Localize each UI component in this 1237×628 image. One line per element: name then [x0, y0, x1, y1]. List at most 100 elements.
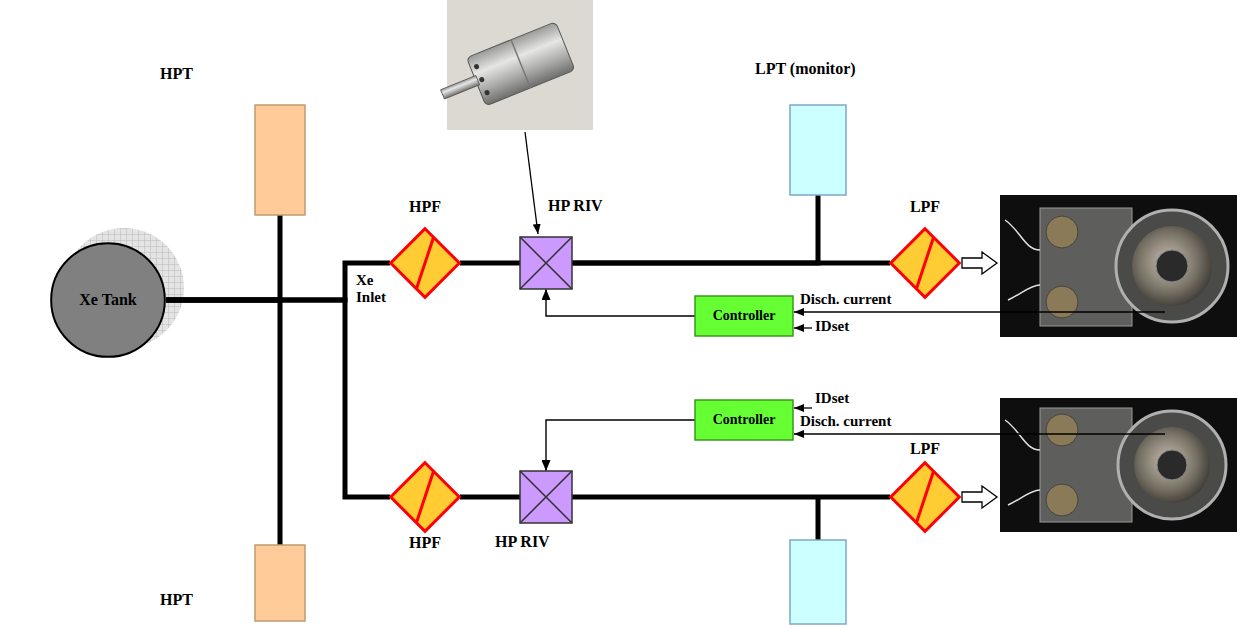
drawing-part — [891, 463, 960, 532]
drawing-part — [1132, 226, 1212, 306]
signal-label: IDset — [815, 390, 849, 407]
valve-box — [520, 237, 572, 289]
valve-box — [520, 471, 572, 523]
part-label: HP RIV — [495, 533, 550, 550]
drawing-part — [417, 238, 434, 288]
drawing-part — [1116, 210, 1228, 322]
feed-pipe — [166, 215, 280, 300]
feed-pipe — [166, 300, 280, 545]
feed-pipe — [572, 495, 890, 500]
valve-box: HP RIV — [520, 237, 572, 289]
drawing-part — [695, 296, 793, 336]
drawing-part — [1156, 250, 1188, 282]
drawing-part — [917, 238, 934, 288]
pressure-transducer: HPT — [255, 105, 305, 215]
filter-diamond — [890, 462, 960, 532]
drawing-part — [51, 243, 165, 357]
pipe-stub — [816, 497, 821, 540]
node-title: Xe Tank — [79, 291, 136, 309]
controller-box: Controller — [695, 400, 793, 440]
part-label: HPF — [409, 534, 441, 551]
drawing-part — [511, 40, 530, 88]
drawing-part — [433, 22, 575, 120]
part-label: HPT — [160, 65, 193, 82]
inlet-label: Xe Inlet — [356, 272, 400, 306]
box-outline — [790, 105, 846, 195]
text-holder: Controller — [695, 400, 793, 440]
drawing-part — [520, 237, 572, 289]
leader-line — [525, 132, 538, 234]
thruster-photo — [1000, 195, 1237, 337]
drawing-part — [1000, 398, 1237, 532]
drawing-part — [1005, 220, 1040, 300]
part-label: HPF — [409, 198, 441, 215]
drawing-part — [484, 89, 491, 96]
part-label: HP RIV — [548, 197, 603, 214]
drawing-part — [520, 471, 572, 523]
control-arrow — [546, 289, 695, 316]
filter-diamond: LPF — [890, 462, 960, 532]
pressure-transducer — [790, 540, 846, 624]
pressure-transducer: LPT (monitor) — [790, 105, 846, 195]
filter-diamond: HPF — [390, 462, 460, 532]
drawing-part — [255, 545, 305, 621]
drawing-part — [520, 471, 572, 523]
drawing-part — [917, 472, 934, 522]
drawing-part — [1157, 450, 1187, 480]
part-label: LPF — [910, 198, 940, 215]
text-holder: Controller — [695, 296, 793, 336]
drawing-part — [1005, 420, 1040, 505]
drawing-part — [1046, 286, 1078, 318]
drawing-part — [473, 63, 480, 70]
drawing-part — [1046, 414, 1078, 446]
thruster-photo — [1000, 398, 1237, 532]
filter-diamond: HPF — [390, 228, 460, 298]
drawing-part — [1046, 484, 1078, 516]
node-title: Controller — [713, 412, 776, 428]
drawing-part — [520, 237, 572, 289]
valve-box: HP RIV — [520, 471, 572, 523]
drawing-part — [255, 105, 305, 215]
filter-diamond: LPF — [890, 228, 960, 298]
drawing-part — [391, 229, 460, 298]
filter-diamond — [890, 228, 960, 298]
signal-arrow — [794, 407, 812, 408]
filter-diamond — [390, 462, 460, 532]
drawing-part — [1118, 411, 1226, 519]
signal-label: Disch. current — [800, 291, 891, 308]
feed-pipe — [572, 195, 818, 263]
drawing-part — [1000, 195, 1237, 337]
part-label: LPF — [910, 440, 940, 457]
node-title: Controller — [713, 308, 776, 324]
feed-pipe — [166, 300, 390, 497]
drawing-part — [1046, 216, 1078, 248]
box-outline — [255, 105, 305, 215]
feed-pipe — [572, 261, 890, 266]
filter-diamond — [390, 228, 460, 298]
part-label: HPT — [160, 591, 193, 608]
box-outline — [255, 545, 305, 621]
outlet-arrow — [962, 252, 997, 274]
drawing-part — [467, 22, 575, 106]
outlet-arrow — [962, 486, 997, 508]
drawing-part — [447, 0, 593, 130]
signal-arrow — [794, 433, 1165, 434]
tank-circle: Xe Tank — [50, 242, 166, 358]
drawing-part — [441, 76, 480, 100]
drawing-part — [520, 237, 572, 289]
signal-arrow — [794, 327, 812, 328]
signal-arrow — [794, 311, 1165, 312]
feed-pipe — [460, 261, 520, 266]
drawing-part — [1134, 427, 1210, 503]
controller-box: Controller — [695, 296, 793, 336]
drawing-part — [417, 472, 434, 522]
control-arrow — [546, 420, 695, 471]
drawing-part — [891, 229, 960, 298]
text-holder: Xe Tank — [50, 242, 166, 358]
signal-label: IDset — [815, 318, 849, 335]
signal-label: Disch. current — [800, 413, 891, 430]
drawing-part — [479, 76, 486, 83]
